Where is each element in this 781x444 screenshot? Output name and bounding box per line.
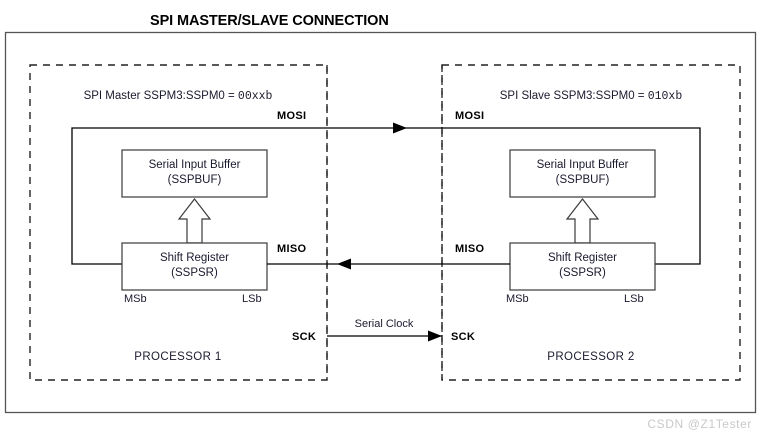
slave-processor-label: PROCESSOR 2 [547,351,634,363]
slave-lsb-label: LSb [624,293,644,305]
slave-mosi-label: MOSI [455,110,484,122]
master-sspbuf-box [121,149,268,198]
slave-sspsr-box [509,242,656,291]
slave-msb-label: MSb [506,293,529,305]
master-processor-label: PROCESSOR 1 [134,351,221,363]
master-sspsr-box [121,242,268,291]
slave-mosi-wire [442,127,701,265]
master-boundary-box [29,64,328,381]
master-mosi-label: MOSI [277,110,306,122]
slave-mode-prefix: SPI Slave SSPM3:SSPM0 = [500,90,648,102]
slave-sspbuf-box [509,149,656,198]
diagram-outer-frame [4,31,757,414]
mosi-direction-arrow [393,122,407,134]
slave-mode-text: SPI Slave SSPM3:SSPM0 = 010xb [500,90,683,103]
slave-mode-value: 010xb [648,90,683,103]
miso-direction-arrow [337,258,351,270]
watermark-text: CSDN @Z1Tester [647,417,752,431]
serial-clock-label: Serial Clock [355,318,414,330]
slave-sspbuf-line2: (SSPBUF) [556,174,610,186]
master-lsb-label: LSb [242,293,262,305]
slave-sspbuf-line1: Serial Input Buffer [537,159,629,171]
master-mode-value: 00xxb [238,90,273,103]
master-sck-label: SCK [292,331,316,343]
master-sspbuf-line1: Serial Input Buffer [149,159,241,171]
master-sspsr-line2: (SSPSR) [171,267,218,279]
figure-title: SPI MASTER/SLAVE CONNECTION [150,13,389,29]
slave-miso-label: MISO [455,243,484,255]
slave-sspsr-line1: Shift Register [548,252,617,264]
master-mode-prefix: SPI Master SSPM3:SSPM0 = [84,90,238,102]
master-buffer-load-arrow [177,198,212,244]
master-sspsr-line1: Shift Register [160,252,229,264]
sck-direction-arrow [428,330,442,342]
slave-sck-label: SCK [451,331,475,343]
slave-sspsr-line2: (SSPSR) [559,267,606,279]
slave-boundary-box [441,64,741,381]
master-mosi-wire [71,127,327,265]
master-mode-text: SPI Master SSPM3:SSPM0 = 00xxb [84,90,273,103]
master-sspbuf-line2: (SSPBUF) [168,174,222,186]
master-msb-label: MSb [124,293,147,305]
master-miso-label: MISO [277,243,306,255]
slave-buffer-load-arrow [565,198,600,244]
